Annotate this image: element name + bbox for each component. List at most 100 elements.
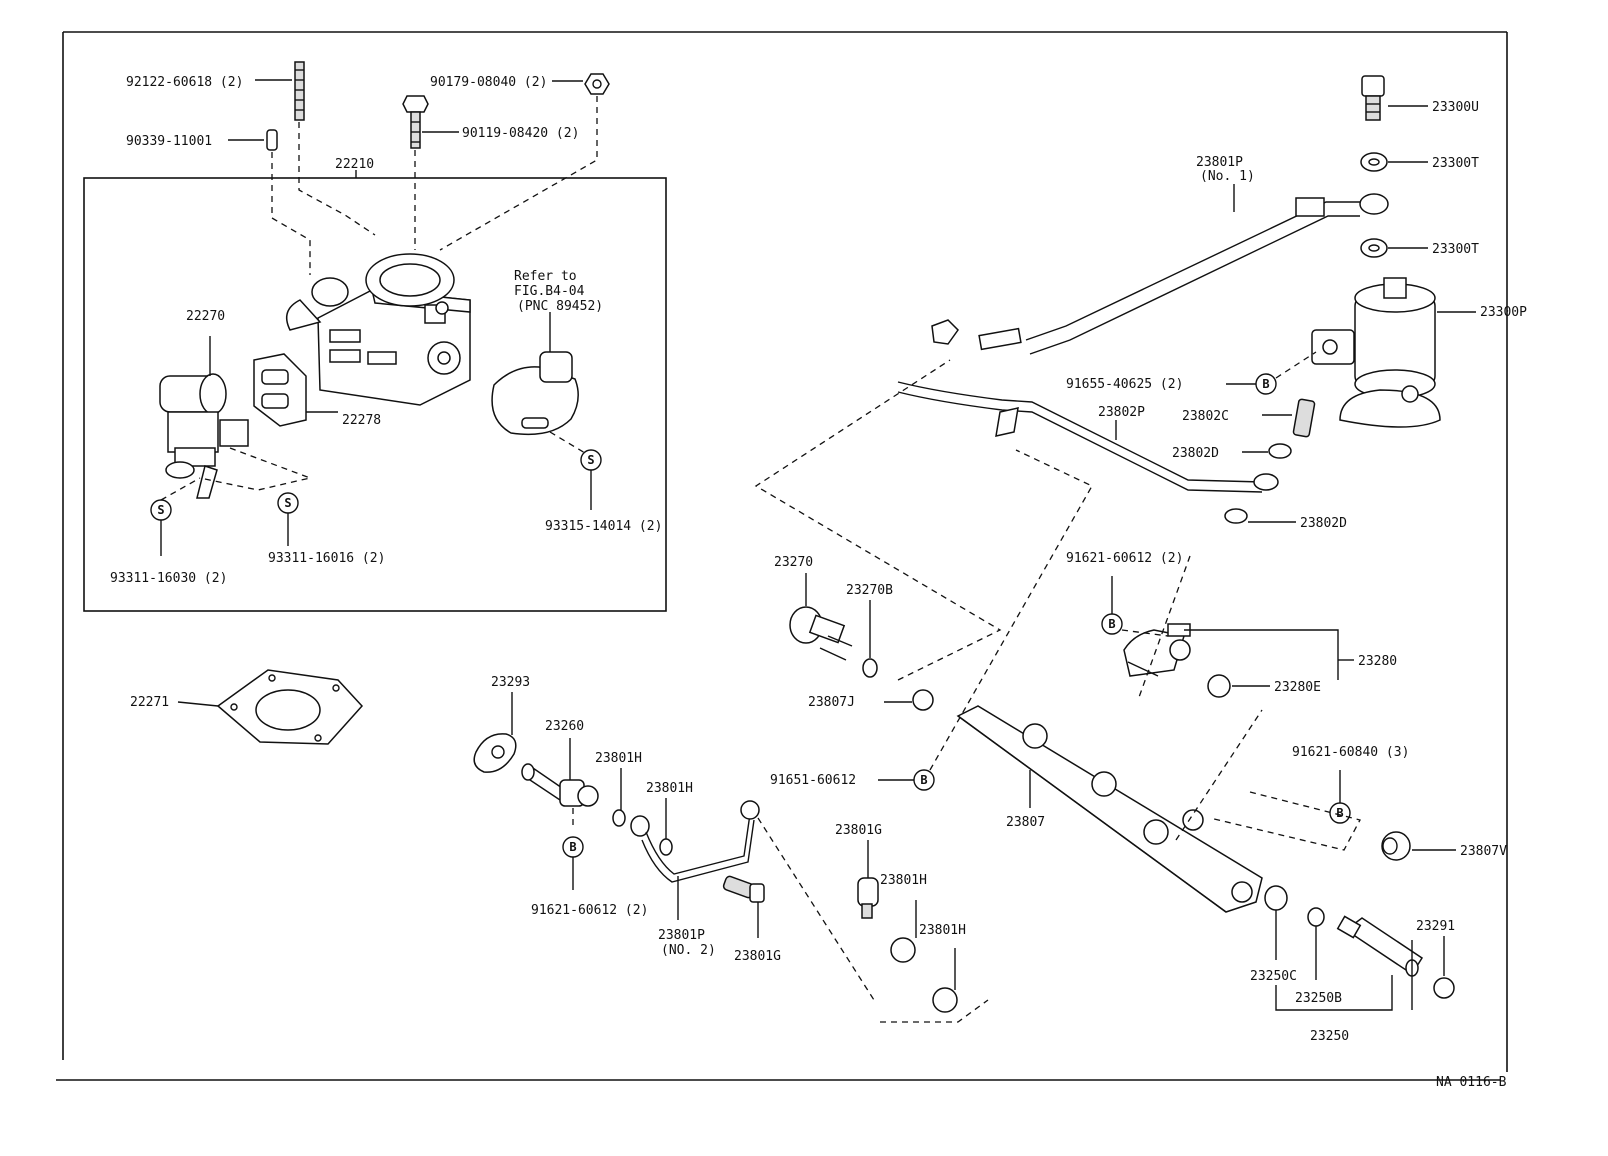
svg-text:B: B bbox=[1262, 377, 1269, 391]
outer-frame bbox=[56, 31, 1508, 1081]
label-23801p-no2-sub: (NO. 2) bbox=[661, 943, 716, 958]
insulator-23807v-drawing bbox=[1381, 831, 1456, 861]
stud-92122-drawing bbox=[255, 61, 376, 236]
label-23807v: 23807V bbox=[1460, 844, 1507, 859]
injector-23250-drawing bbox=[1264, 885, 1455, 1011]
callout-s-1: S bbox=[150, 477, 201, 556]
refer-note-line2: FIG.B4-04 bbox=[514, 284, 585, 299]
fuel-pipe-no2-drawing bbox=[630, 800, 875, 1001]
label-23260: 23260 bbox=[545, 719, 584, 734]
label-23270b: 23270B bbox=[846, 583, 893, 598]
ring-23801h-drawing bbox=[612, 768, 673, 856]
pin-90339-drawing bbox=[228, 129, 311, 275]
svg-text:B: B bbox=[1108, 617, 1115, 631]
label-23280e: 23280E bbox=[1274, 680, 1321, 695]
label-23802d-2: 23802D bbox=[1300, 516, 1347, 531]
sensor-89452-drawing bbox=[491, 312, 591, 457]
callout-s-3: S bbox=[580, 449, 602, 510]
label-91655: 91655-40625 (2) bbox=[1066, 377, 1183, 392]
label-23802p: 23802P bbox=[1098, 405, 1145, 420]
gasket-23293-drawing bbox=[473, 692, 517, 773]
label-93311-16030: 93311-16030 (2) bbox=[110, 571, 227, 586]
gasket-22278-drawing bbox=[253, 353, 338, 427]
valve-22270-drawing bbox=[159, 336, 313, 499]
washer-23802d-drawing bbox=[1224, 443, 1296, 524]
callout-b-3: B bbox=[1226, 351, 1317, 395]
label-23801g-lower: 23801G bbox=[734, 949, 781, 964]
svg-text:B: B bbox=[1336, 806, 1343, 820]
fuel-pipe-no1-drawing bbox=[931, 184, 1360, 355]
label-23801h-4: 23801H bbox=[919, 923, 966, 938]
label-23250b: 23250B bbox=[1295, 991, 1342, 1006]
label-91621-60612-b: 91621-60612 (2) bbox=[1066, 551, 1183, 566]
label-23802d-1: 23802D bbox=[1172, 446, 1219, 461]
washer-23300t-drawing bbox=[1359, 152, 1428, 258]
fitting-23801g-upper-drawing bbox=[857, 840, 879, 919]
callout-b-2: B bbox=[878, 449, 1093, 791]
drawing-id: NA 0116-B bbox=[1436, 1075, 1507, 1090]
label-91651: 91651-60612 bbox=[770, 773, 856, 788]
delivery-pipe-23807-drawing bbox=[956, 705, 1263, 913]
label-23280: 23280 bbox=[1358, 654, 1397, 669]
label-90339: 90339-11001 bbox=[126, 134, 212, 149]
label-23801p-no2: 23801P bbox=[658, 928, 705, 943]
svg-text:S: S bbox=[284, 496, 291, 510]
label-93315: 93315-14014 (2) bbox=[545, 519, 662, 534]
part-labels: 92122-60618 (2) 90339-11001 90179-08040 … bbox=[110, 75, 1527, 1090]
damper-23270-drawing bbox=[789, 573, 878, 678]
throttle-body-drawing bbox=[285, 253, 471, 406]
label-93311-16016: 93311-16016 (2) bbox=[268, 551, 385, 566]
collar-23807j-drawing bbox=[754, 359, 1002, 711]
label-90119: 90119-08420 (2) bbox=[462, 126, 579, 141]
label-23802c: 23802C bbox=[1182, 409, 1229, 424]
callout-b-4: B bbox=[1101, 555, 1191, 701]
label-22271: 22271 bbox=[130, 695, 169, 710]
fitting-23801g-lower-drawing bbox=[722, 875, 765, 938]
label-23250c: 23250C bbox=[1250, 969, 1297, 984]
svg-text:B: B bbox=[920, 773, 927, 787]
label-23300p: 23300P bbox=[1480, 305, 1527, 320]
label-22278: 22278 bbox=[342, 413, 381, 428]
refer-note-line1: Refer to bbox=[514, 269, 577, 284]
svg-text:S: S bbox=[587, 453, 594, 467]
label-90179: 90179-08040 (2) bbox=[430, 75, 547, 90]
label-23801p-no1: 23801P bbox=[1196, 155, 1243, 170]
label-23807j: 23807J bbox=[808, 695, 855, 710]
svg-text:B: B bbox=[569, 840, 576, 854]
label-23801h-2: 23801H bbox=[646, 781, 693, 796]
label-23293: 23293 bbox=[491, 675, 530, 690]
label-23300t-1: 23300T bbox=[1432, 156, 1479, 171]
bolt-23300u-drawing bbox=[1361, 75, 1428, 121]
ring-23801h-lower-drawing bbox=[880, 900, 989, 1023]
label-23300u: 23300U bbox=[1432, 100, 1479, 115]
label-23291: 23291 bbox=[1416, 919, 1455, 934]
label-22270: 22270 bbox=[186, 309, 225, 324]
label-91621-60612-a: 91621-60612 (2) bbox=[531, 903, 648, 918]
pressure-valve-23260-drawing bbox=[521, 738, 599, 830]
label-23801p-no1-sub: (No. 1) bbox=[1200, 169, 1255, 184]
svg-text:S: S bbox=[157, 503, 164, 517]
label-23300t-2: 23300T bbox=[1432, 242, 1479, 257]
label-23270: 23270 bbox=[774, 555, 813, 570]
pressure-regulator-23280-drawing bbox=[1123, 623, 1354, 698]
label-22210: 22210 bbox=[335, 157, 374, 172]
fuel-filter-23300p-drawing bbox=[1311, 277, 1476, 428]
refer-note-line3: (PNC 89452) bbox=[517, 299, 603, 314]
label-92122: 92122-60618 (2) bbox=[126, 75, 243, 90]
bolt-90119-drawing bbox=[402, 95, 459, 250]
callout-s-2: S bbox=[277, 492, 299, 546]
label-91621-60840: 91621-60840 (3) bbox=[1292, 745, 1409, 760]
return-pipe-23802p-drawing bbox=[897, 381, 1279, 493]
bolt-23802c-drawing bbox=[1262, 398, 1316, 438]
nut-90179-drawing bbox=[439, 73, 610, 251]
callout-b-1: B bbox=[562, 836, 584, 890]
label-23801h-1: 23801H bbox=[595, 751, 642, 766]
gasket-22271-drawing bbox=[177, 669, 364, 745]
label-23801h-3: 23801H bbox=[880, 873, 927, 888]
label-23801g-upper: 23801G bbox=[835, 823, 882, 838]
label-23250: 23250 bbox=[1310, 1029, 1349, 1044]
label-23807: 23807 bbox=[1006, 815, 1045, 830]
callout-b-5: B bbox=[1209, 770, 1361, 851]
